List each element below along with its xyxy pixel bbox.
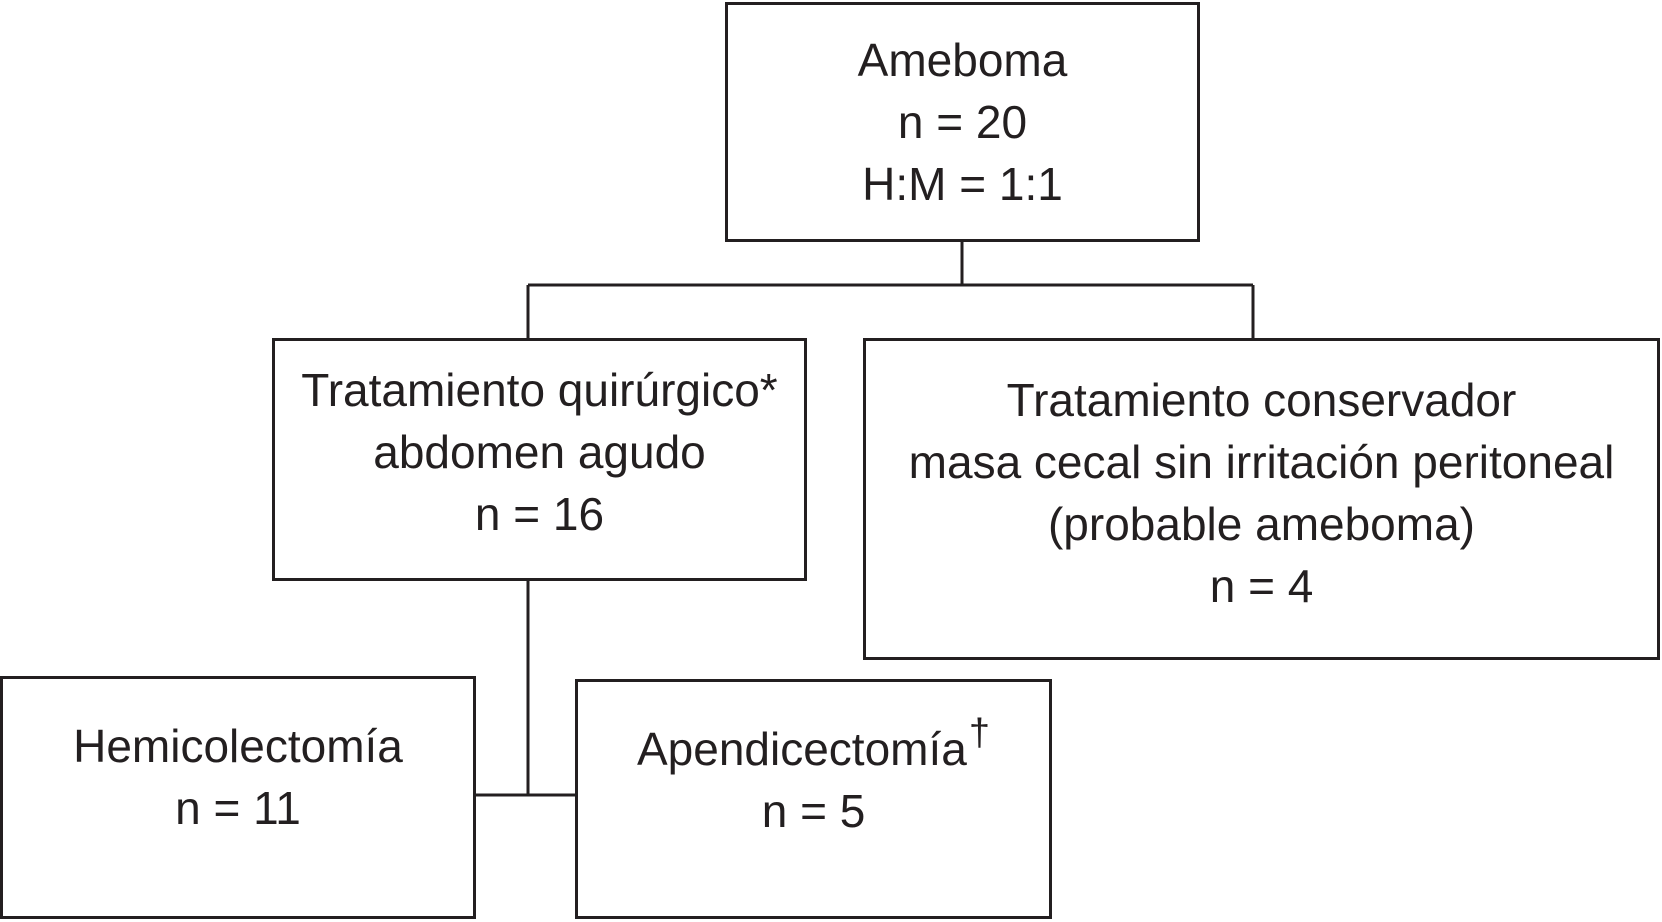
hemicolectomy-count: n = 11 bbox=[175, 782, 301, 834]
conservative-treatment-box: Tratamiento conservador masa cecal sin i… bbox=[863, 338, 1660, 660]
hemicolectomy-box: Hemicolectomía n = 11 bbox=[0, 676, 476, 919]
conservative-count: n = 4 bbox=[1209, 560, 1314, 612]
surgical-treatment-box: Tratamiento quirúrgico* abdomen agudo n … bbox=[272, 338, 807, 581]
appendectomy-box: Apendicectomía† n = 5 bbox=[575, 679, 1052, 919]
surgical-indication: abdomen agudo bbox=[373, 426, 706, 478]
surgical-count: n = 16 bbox=[474, 488, 605, 540]
ameboma-total-box: Ameboma n = 20 H:M = 1:1 bbox=[725, 2, 1200, 242]
ameboma-title: Ameboma bbox=[857, 34, 1068, 86]
conservative-diagnosis: (probable ameboma) bbox=[1047, 498, 1475, 550]
conservative-title: Tratamiento conservador bbox=[1006, 374, 1517, 426]
dagger-footnote-mark: † bbox=[968, 711, 990, 754]
appendectomy-title: Apendicectomía bbox=[636, 723, 967, 775]
hemicolectomy-title: Hemicolectomía bbox=[73, 720, 403, 772]
ameboma-sex-ratio: H:M = 1:1 bbox=[862, 158, 1063, 210]
appendectomy-count: n = 5 bbox=[761, 785, 866, 837]
appendectomy-title-line: Apendicectomía† bbox=[636, 714, 990, 780]
ameboma-count: n = 20 bbox=[897, 96, 1028, 148]
conservative-finding: masa cecal sin irritación peritoneal bbox=[908, 436, 1615, 488]
surgical-title: Tratamiento quirúrgico* bbox=[301, 364, 778, 416]
